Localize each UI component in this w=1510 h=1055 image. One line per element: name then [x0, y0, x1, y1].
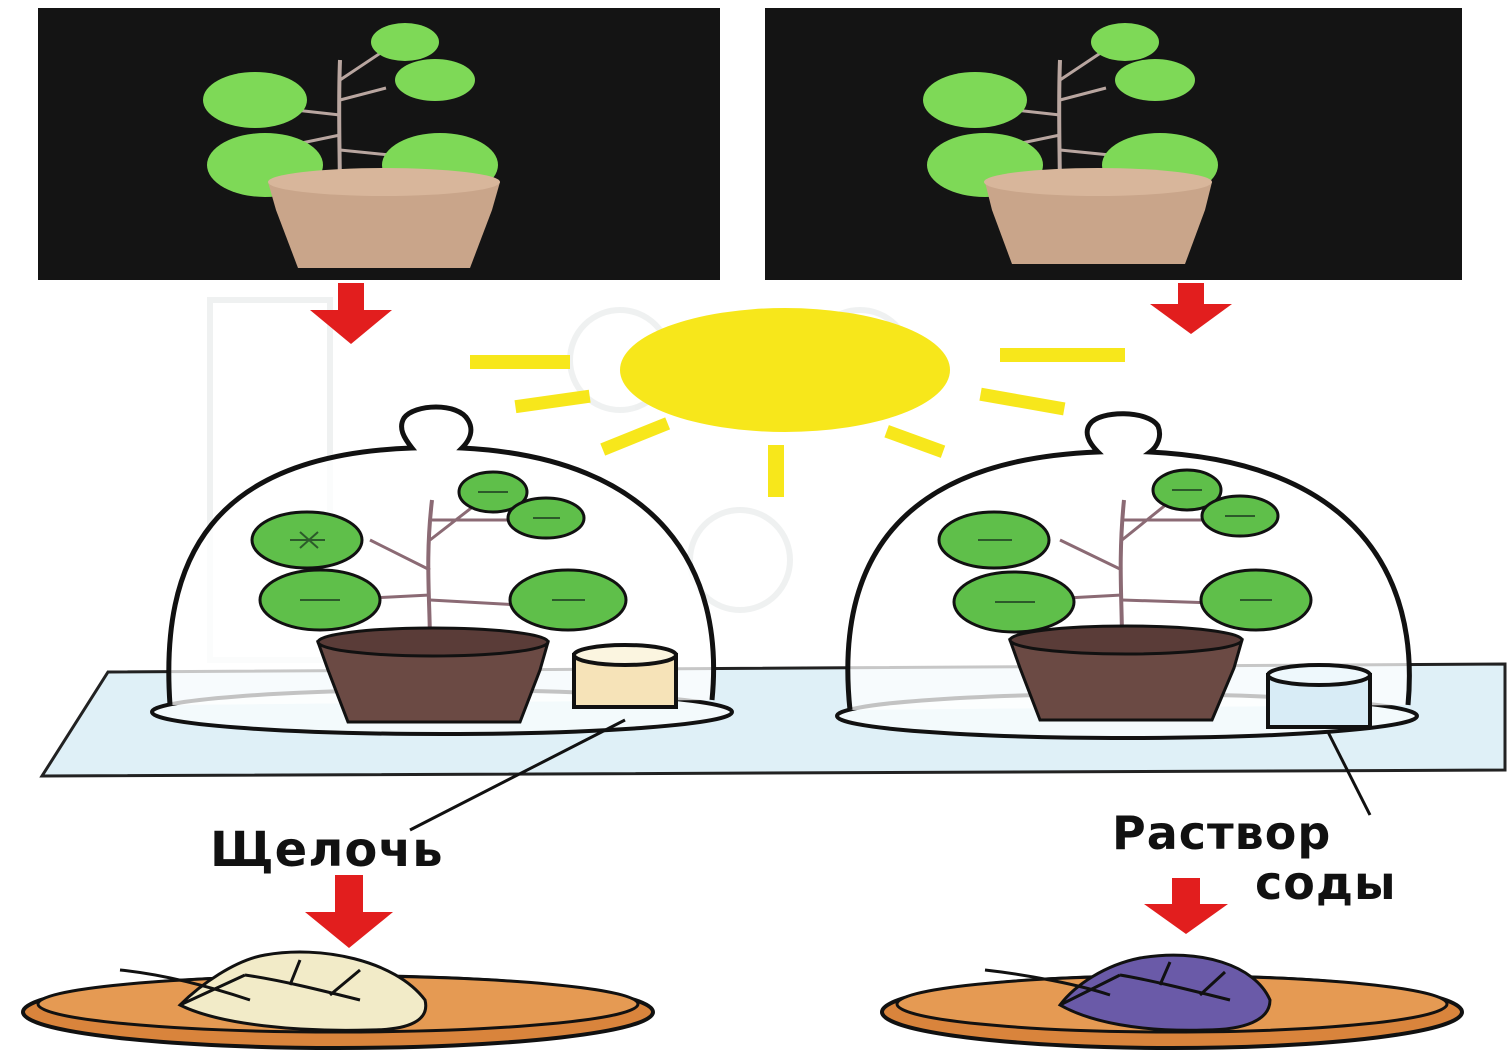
- soda-solution-label-line2: соды: [1255, 860, 1397, 906]
- purple-leaf-icon: [1060, 955, 1270, 1030]
- dark-panel-right: [765, 8, 1462, 280]
- beaker-icon: [1268, 665, 1370, 727]
- alkali-label: Щелочь: [210, 826, 444, 874]
- soda-solution-label-line1: Раствор: [1112, 810, 1331, 856]
- beaker-icon: [574, 645, 676, 707]
- petri-dish-icon: [23, 952, 653, 1048]
- dark-panel-left: [38, 8, 720, 280]
- petri-dish-icon: [882, 955, 1462, 1048]
- down-arrow-icon: [1144, 878, 1228, 934]
- down-arrow-icon: [1150, 283, 1232, 334]
- down-arrow-icon: [305, 875, 393, 948]
- down-arrow-icon: [310, 283, 392, 344]
